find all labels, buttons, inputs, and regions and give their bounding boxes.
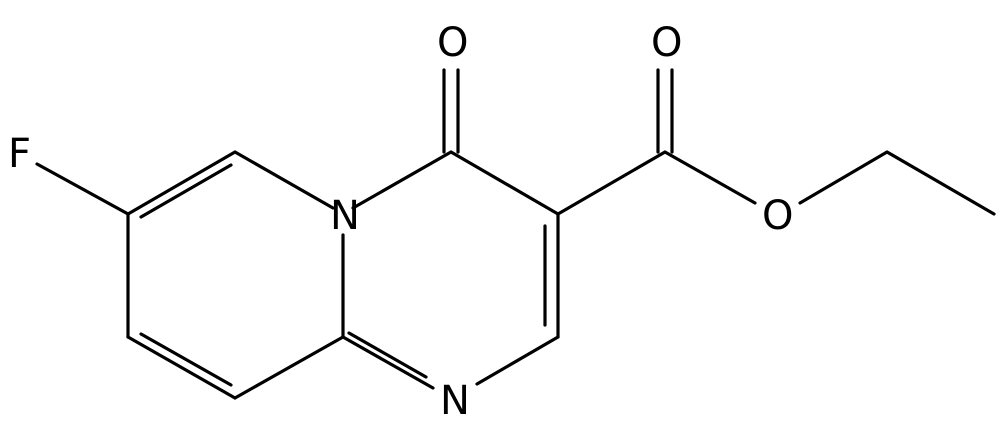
bond-c7-c6	[126, 150, 237, 216]
bond-n1-c9a-inner	[347, 331, 428, 379]
bond-c6-n5	[233, 150, 335, 210]
bond-c4-c3	[449, 150, 560, 216]
bond-oester-ch2	[798, 150, 889, 205]
bond-ccarbonyl-oester	[663, 150, 757, 205]
bond-c8-c9-inner	[139, 332, 233, 387]
bond-c2-n1	[475, 335, 560, 386]
fluorine-label: F	[8, 131, 31, 177]
bond-n5-c4	[351, 150, 453, 210]
bond-c8-c9	[126, 335, 237, 400]
carbonyl-oxygen-label: O	[651, 20, 682, 66]
ketone-oxygen-label: O	[437, 20, 468, 66]
bond-c3-ccarbonyl	[556, 150, 667, 216]
ester-oxygen-label: O	[762, 193, 793, 239]
bond-c9-c9a	[233, 335, 345, 400]
bond-n1-c9a	[341, 335, 435, 390]
bond-ch2-ch3	[885, 150, 996, 216]
bond-c7-f	[35, 162, 130, 216]
imine-nitrogen-label: N	[440, 378, 470, 424]
ring-nitrogen-label: N	[330, 193, 360, 239]
bond-c7-c6-inner	[139, 163, 233, 219]
